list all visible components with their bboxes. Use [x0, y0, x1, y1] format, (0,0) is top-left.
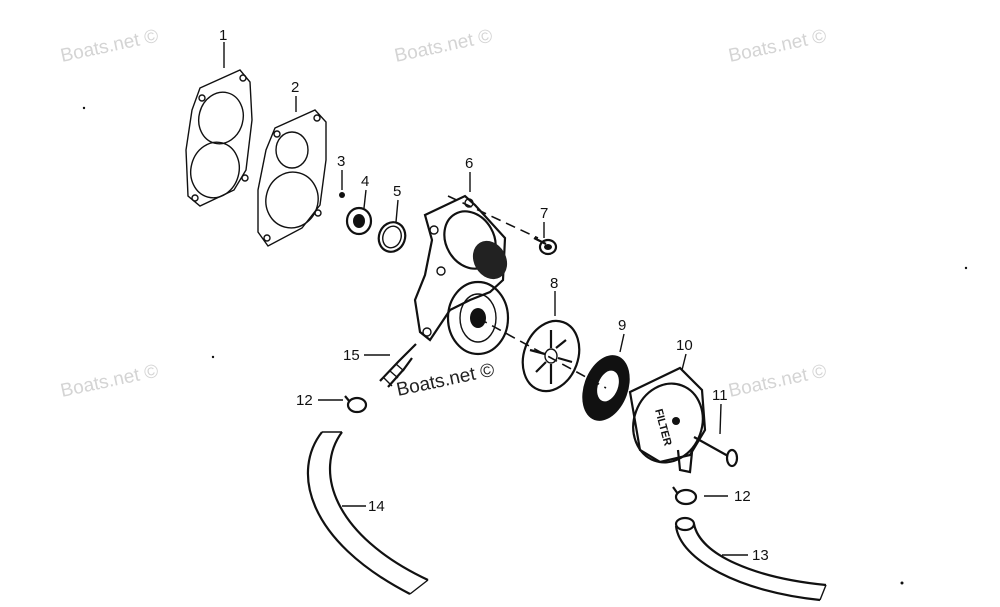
callout-5: 5	[393, 183, 401, 200]
alignment-axis	[477, 317, 607, 389]
valve-part-4	[345, 206, 373, 236]
impeller-part-8	[521, 319, 581, 393]
callout-3: 3	[337, 153, 345, 170]
pump-body-part-6	[413, 194, 510, 356]
callout-12-left: 12	[296, 392, 313, 409]
callout-1: 1	[219, 27, 227, 44]
scan-speck	[211, 355, 215, 359]
oring-part-5	[377, 221, 407, 253]
bolt-part-7	[533, 237, 558, 256]
hose-part-13	[674, 516, 827, 602]
leader-lines	[223, 42, 748, 556]
screw-part-11	[693, 436, 739, 468]
watermark: Boats.net ©	[395, 360, 497, 401]
callout-15: 15	[343, 347, 360, 364]
callout-14: 14	[368, 498, 385, 515]
scan-speck	[82, 106, 86, 110]
callout-10: 10	[676, 337, 693, 354]
watermark: Boats.net ©	[59, 26, 161, 67]
filter-marking: FILTER	[652, 408, 673, 448]
gasket-part-1	[185, 69, 253, 207]
scan-speck	[964, 266, 968, 270]
clip-part-12a	[344, 395, 368, 414]
watermark: Boats.net ©	[393, 26, 495, 67]
callout-7: 7	[540, 205, 548, 222]
callout-8: 8	[550, 275, 558, 292]
watermark: Boats.net ©	[59, 361, 161, 402]
filter-part-10: FILTER	[628, 366, 707, 474]
fitting-part-15	[379, 343, 417, 388]
callout-12-right: 12	[734, 488, 751, 505]
clip-part-12b	[672, 486, 698, 506]
screw-part-3	[339, 192, 345, 198]
diaphragm-part-2	[257, 109, 327, 247]
callout-4: 4	[361, 173, 369, 190]
alignment-axis	[447, 195, 539, 239]
scan-speck	[900, 581, 904, 585]
callout-6: 6	[465, 155, 473, 172]
callout-13: 13	[752, 547, 769, 564]
hose-part-14	[306, 431, 429, 595]
callout-2: 2	[291, 79, 299, 96]
callout-9: 9	[618, 317, 626, 334]
watermark: Boats.net ©	[727, 26, 829, 67]
watermark: Boats.net ©	[727, 361, 829, 402]
callout-11: 11	[712, 387, 728, 404]
